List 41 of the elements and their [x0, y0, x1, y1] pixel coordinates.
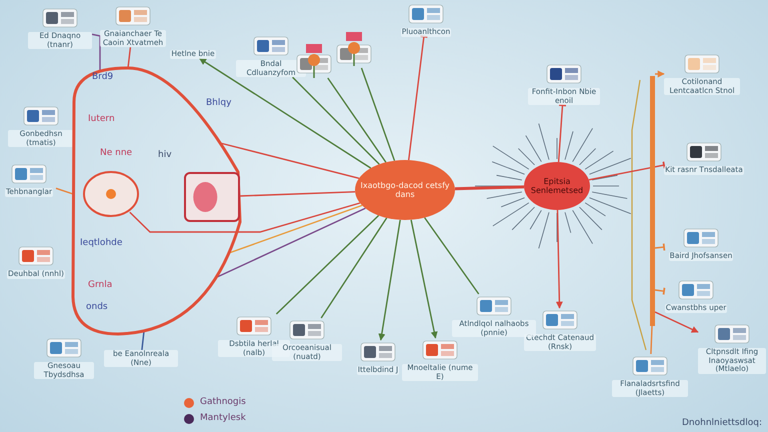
hub-circle [355, 160, 455, 220]
connector-line [92, 34, 101, 71]
hub-label: Epitsia Senlemetsed [530, 176, 584, 196]
hub-label: Ixaotbgo-dacod cetsfy dans [359, 180, 451, 200]
connector-line [556, 210, 563, 309]
connector-line [654, 311, 699, 333]
connector-line [292, 76, 380, 165]
text-label: onds [86, 302, 108, 312]
text-label: Grnla [88, 280, 112, 290]
connector-line [320, 218, 388, 318]
connector-line [129, 202, 360, 233]
connector-line [650, 326, 653, 354]
connector-line [360, 68, 396, 161]
connector-line [220, 142, 360, 179]
text-label: Ieqtlohde [80, 238, 122, 248]
text-label: Bhlqy [206, 98, 232, 108]
connector-line [141, 330, 145, 350]
connector-line [378, 220, 401, 341]
text-label: Brd9 [92, 72, 114, 82]
connector-line [199, 58, 372, 169]
text-label: hiv [158, 150, 172, 160]
connector-line [408, 35, 428, 160]
connector-line [410, 220, 438, 339]
connector-line [655, 70, 665, 78]
text-label: Iutern [88, 114, 115, 124]
connector-line [558, 104, 567, 162]
legend-label: Mantylesk [200, 413, 246, 423]
connector-line [276, 215, 380, 314]
connector-line [654, 242, 666, 252]
connector-line [56, 188, 74, 195]
legend-label: Gathnogis [200, 397, 246, 407]
connector-line [588, 160, 666, 180]
connector-line [240, 191, 356, 197]
text-label: Dnohnlniettsdloq: [682, 418, 762, 428]
connector-line [654, 286, 666, 296]
connector-line [228, 204, 362, 254]
connector-line [327, 78, 386, 163]
connector-line [424, 217, 480, 294]
connector-line [454, 185, 524, 190]
hub-circle [524, 162, 590, 210]
text-label: Ne nne [100, 148, 132, 158]
